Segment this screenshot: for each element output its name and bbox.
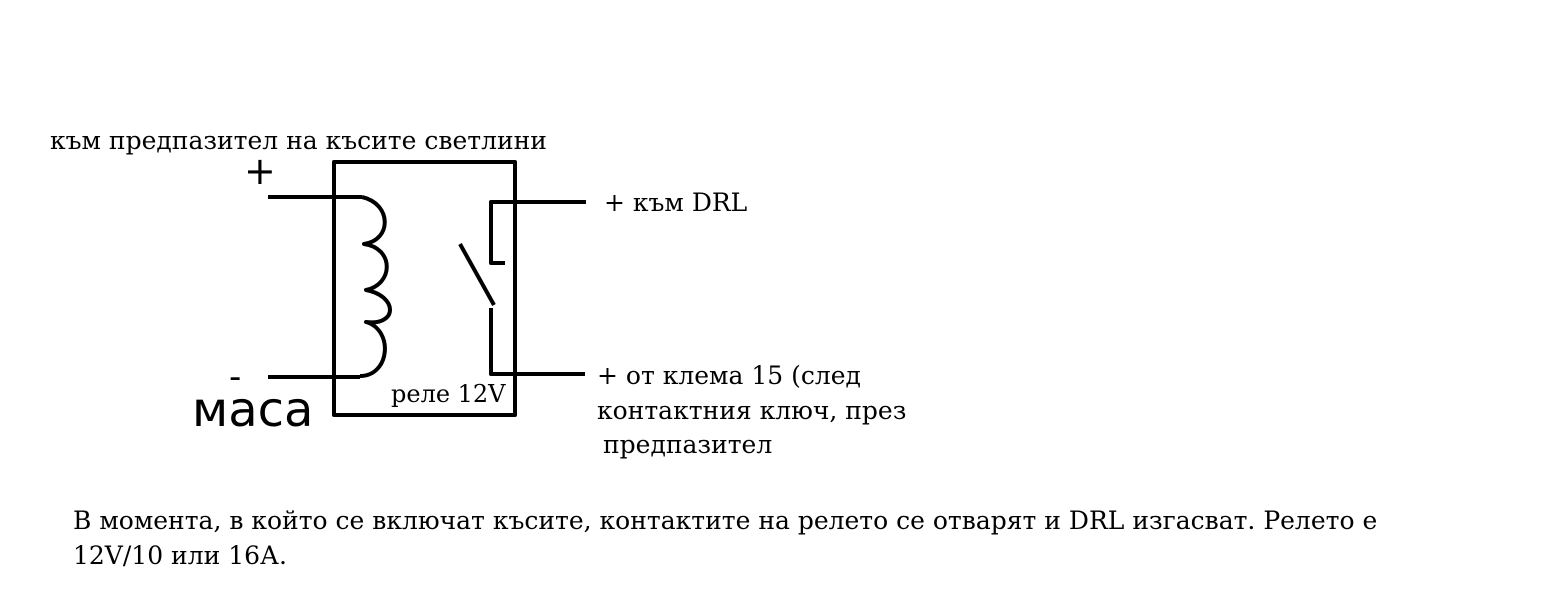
explanation-note: В момента, в който се включат късите, ко… bbox=[73, 506, 1378, 570]
switch-contact bbox=[458, 243, 496, 306]
relay-coil bbox=[359, 195, 392, 378]
terminal15-label-line2: контактния ключ, през bbox=[597, 396, 907, 425]
fuse-low-beam-label: към предпазител на късите светлини bbox=[50, 126, 547, 155]
terminal15-label-line3: предпазител bbox=[603, 430, 773, 459]
ground-label: маса bbox=[192, 382, 314, 438]
plus-sign: + bbox=[244, 149, 276, 193]
minus-sign: - bbox=[229, 357, 242, 397]
relay-label: реле 12V bbox=[391, 380, 506, 408]
terminal15-label-line1: + от клема 15 (след bbox=[597, 361, 861, 390]
relay-box bbox=[332, 160, 517, 417]
drl-output-wire bbox=[489, 200, 586, 265]
drl-label: + към DRL bbox=[604, 188, 748, 217]
terminal15-input-wire bbox=[489, 308, 585, 376]
